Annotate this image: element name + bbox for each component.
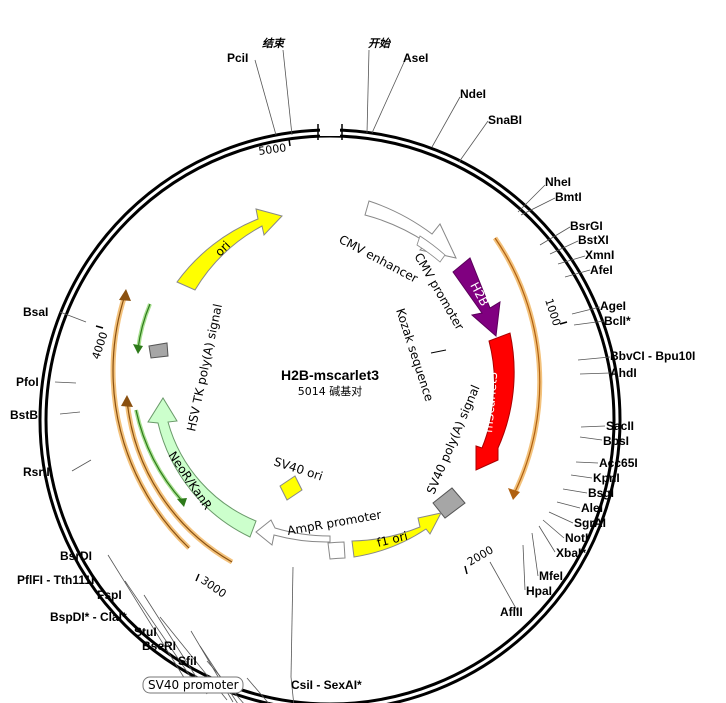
- feature-label-mscarlet3: mScarlet3: [481, 371, 500, 433]
- site-sfii: SfiI: [178, 654, 197, 668]
- site-bcli: BclI*: [604, 314, 631, 328]
- feature-label-sv40-ori: SV40 ori: [272, 455, 324, 484]
- green-arc-a-arrow: [133, 344, 143, 354]
- tick-label-1000: 1000: [542, 297, 563, 328]
- origin-end-label: 结束: [262, 37, 286, 50]
- site-rsrii: RsrII: [23, 465, 50, 479]
- site-csii-sexai: CsiI - SexAI*: [291, 678, 362, 692]
- tick-label-3000: 3000: [198, 574, 228, 601]
- tick-1000: [559, 321, 568, 325]
- site-pfoi: PfoI: [16, 375, 39, 389]
- feature-neor-kanr: [147, 397, 257, 538]
- green-arc-b-arrow: [177, 498, 187, 507]
- tick-3000: [195, 573, 200, 582]
- feature-ampr-small: [327, 541, 346, 560]
- site-bstxi: BstXI: [578, 233, 609, 247]
- plasmid-title: H2B-mscarlet3: [281, 367, 379, 383]
- site-bsai: BsaI: [23, 305, 48, 319]
- site-agei: AgeI: [600, 299, 626, 313]
- feature-label-ampr-promoter: AmpR promoter: [286, 508, 382, 538]
- site-alei: AleI: [581, 501, 603, 515]
- orf-arc-right-core: [494, 237, 541, 495]
- feature-mscarlet3: [475, 332, 515, 471]
- site-ahdi: AhdI: [610, 366, 637, 380]
- site-noti: NotI: [565, 531, 588, 545]
- orf-arc-left-b-core: [126, 399, 233, 563]
- site-bsrdi: BsrDI: [60, 549, 92, 563]
- feature-h2b: [452, 257, 501, 338]
- site-snabi: SnaBI: [488, 113, 522, 127]
- site-pflfi-tth111i: PflFI - Tth111I: [17, 573, 94, 587]
- plasmid-size: 5014 碱基对: [298, 384, 363, 398]
- feature-label-kozak: Kozak sequence: [393, 307, 436, 403]
- site-bspdi-clai: BspDI* - ClaI*: [50, 610, 127, 624]
- feature-label-cmv-promoter: CMV promoter: [411, 251, 466, 333]
- site-bstbi: BstBI: [10, 408, 41, 422]
- tick-2000: [464, 565, 468, 575]
- feature-ori: [176, 208, 283, 291]
- site-xmni: XmnI: [585, 248, 614, 262]
- site-pcii: PciI: [227, 51, 248, 65]
- feature-label-neor: NeoR/KanR: [166, 449, 215, 512]
- site-stui: StuI: [134, 625, 157, 639]
- feature-hsv-tk-polya: [148, 342, 169, 359]
- site-kpni: KpnI: [593, 471, 620, 485]
- site-ndei: NdeI: [460, 87, 486, 101]
- feature-ampr-promoter: [255, 519, 331, 546]
- site-sacii: SacII: [606, 419, 634, 433]
- site-bmti: BmtI: [555, 190, 582, 204]
- origin-start-label: 开始: [368, 37, 392, 50]
- feature-label-cmv-enhancer: CMV enhancer: [337, 232, 421, 285]
- tick-5000: [288, 138, 291, 147]
- site-nhei: NheI: [545, 175, 571, 189]
- orf-arc-right-arrow: [508, 488, 520, 500]
- site-bbsi: BbsI: [603, 434, 629, 448]
- green-arc-b-core: [135, 409, 184, 503]
- origin-start-leader: [366, 49, 370, 134]
- feature-cmv-enhancer: [364, 200, 457, 259]
- tick-4000: [95, 325, 104, 329]
- site-hpai: HpaI: [526, 584, 552, 598]
- site-mfei: MfeI: [539, 569, 563, 583]
- green-arc-a: [136, 303, 152, 350]
- site-afei: AfeI: [590, 263, 613, 277]
- feature-sv40-promoter: SV40 promoter: [148, 678, 239, 692]
- origin-end-leader: [282, 49, 293, 136]
- orf-arc-left-a-arrow: [119, 289, 131, 301]
- orf-arc-left-a-core: [112, 294, 190, 549]
- site-xbai: XbaI*: [556, 546, 586, 560]
- origin-gap: [320, 126, 340, 136]
- site-bseri: BseRI: [142, 639, 176, 653]
- site-fspi: FspI: [97, 588, 122, 602]
- feature-cmv-promoter-start: [416, 235, 446, 263]
- site-bsgi: BsgI: [588, 486, 614, 500]
- tick-label-5000: 5000: [258, 141, 288, 158]
- site-bsrgi: BsrGI: [570, 219, 603, 233]
- site-asei: AseI: [403, 51, 428, 65]
- feature-label-hsv-tk: HSV TK poly(A) signal: [184, 303, 225, 433]
- site-acc65i: Acc65I: [599, 456, 638, 470]
- site-aflii: AflII: [500, 605, 523, 619]
- feature-sv40-ori: [279, 475, 303, 501]
- tick-label-4000: 4000: [89, 330, 110, 361]
- feature-f1-ori: [351, 512, 442, 558]
- kozak-mark: [430, 349, 447, 354]
- orf-arc-left-b-arrow: [121, 395, 133, 407]
- site-bbvci-bpu10i: BbvCI - Bpu10I: [610, 349, 695, 363]
- site-sgrai: SgrAI: [574, 516, 606, 530]
- sv40-promoter-box: [142, 676, 244, 694]
